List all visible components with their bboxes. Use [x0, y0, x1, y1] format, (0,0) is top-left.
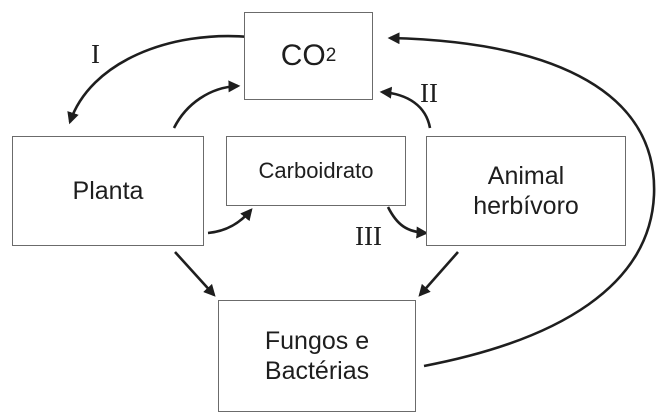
animal-herbivoro-node: Animal herbívoro — [426, 136, 626, 246]
carboidrato-node-label: Carboidrato — [258, 157, 374, 183]
carboidrato-node: Carboidrato — [226, 136, 406, 206]
animal-node-line2: herbívoro — [473, 192, 579, 220]
planta-node-label: Planta — [72, 177, 144, 205]
fungos-node-line2: Bactérias — [264, 357, 370, 385]
arrow-co2-to-planta — [67, 34, 251, 125]
fungos-bacterias-node: Fungos e Bactérias — [218, 300, 416, 412]
arrow-planta-to-co2 — [172, 80, 241, 129]
arrow-label-i: I — [91, 39, 100, 69]
arrow-label-iii: III — [355, 221, 382, 251]
arrow-animal-to-co2 — [379, 86, 432, 129]
co2-node-subscript: 2 — [325, 44, 337, 66]
arrow-label-ii: II — [420, 78, 438, 108]
fungos-node-line1: Fungos e — [264, 327, 370, 355]
co2-node-label: CO — [280, 39, 326, 72]
animal-node-line1: Animal — [487, 162, 565, 190]
planta-node: Planta — [12, 136, 204, 246]
arrow-planta-to-carboidrato — [207, 208, 253, 235]
arrow-carboidrato-to-animal — [386, 206, 429, 239]
arrow-planta-to-fungos — [174, 251, 216, 297]
arrow-animal-to-fungos — [418, 251, 459, 297]
arrow-fungos-to-co2 — [387, 32, 656, 368]
